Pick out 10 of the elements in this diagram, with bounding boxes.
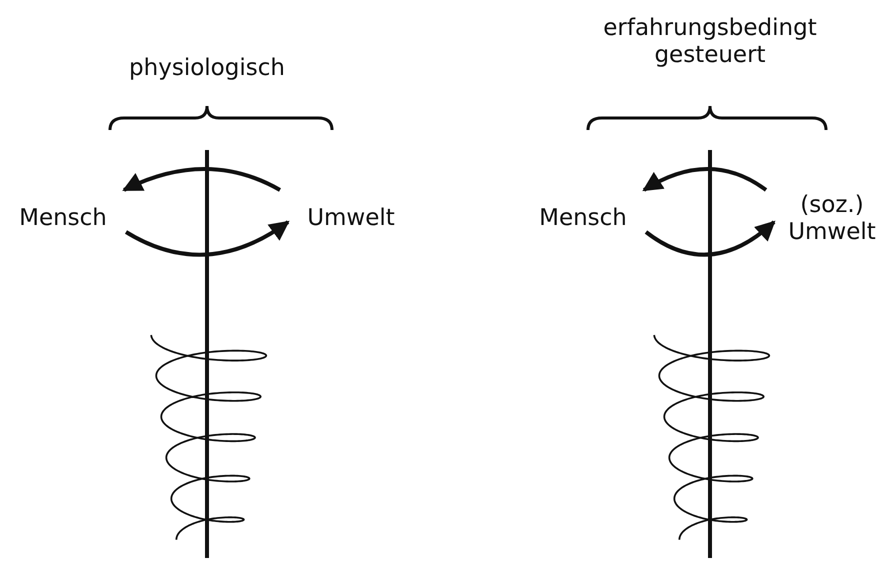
term-label: (soz.) Umwelt bbox=[782, 192, 882, 246]
term-label: Mensch bbox=[528, 205, 638, 233]
heading-text: physiologisch bbox=[128, 55, 286, 82]
heading-text: erfahrungsbedingt gesteuert bbox=[602, 15, 818, 69]
term-label: Umwelt bbox=[296, 205, 406, 233]
curved-arrow bbox=[122, 167, 281, 192]
term-label: Mensch bbox=[8, 205, 118, 233]
curved-arrow bbox=[125, 220, 290, 257]
curved-arrow bbox=[644, 220, 776, 257]
curved-arrow bbox=[642, 167, 768, 192]
